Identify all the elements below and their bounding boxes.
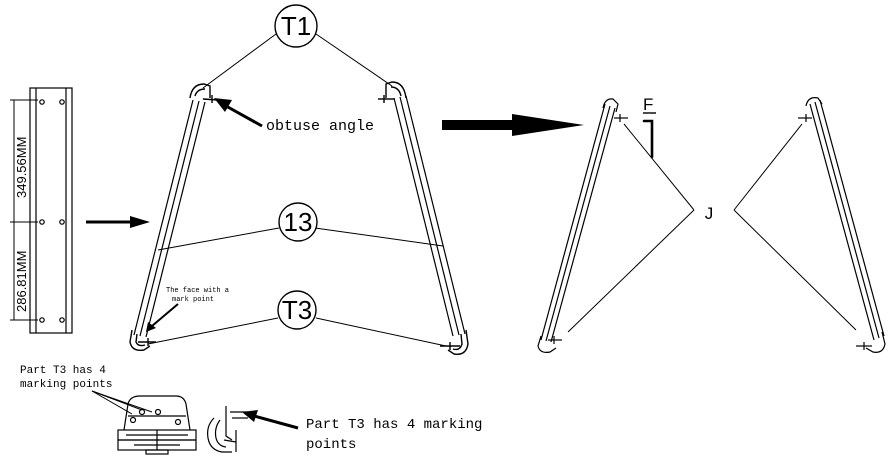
note-face-line2: mark point: [172, 296, 214, 304]
corner-bottom-left: [129, 329, 156, 352]
frame-left-rail: [133, 99, 206, 338]
dimension-bottom: 286.81MM: [14, 251, 29, 312]
label-f: F: [643, 95, 653, 114]
hex-key-icon: [642, 119, 654, 159]
arrow-large: [442, 114, 584, 136]
callout-t3: [147, 290, 447, 347]
label-j: J: [705, 204, 714, 223]
frame-right-rail: [393, 95, 466, 337]
arrow-obtuse: [214, 98, 263, 128]
dimension-lines: [10, 99, 38, 321]
rail-panel: [29, 87, 73, 334]
label-t3: T3: [282, 295, 312, 325]
label-t1: T1: [281, 11, 311, 41]
note-t3-left-line2: marking points: [20, 379, 112, 391]
dimension-top: 349.56MM: [14, 137, 29, 198]
t3-bracket-front: [117, 395, 197, 455]
leaders-t3-left: [91, 390, 153, 415]
side-frame-left: [537, 98, 628, 353]
note-t3-right-line2: points: [306, 437, 356, 453]
note-t3-left-line1: Part T3 has 4: [20, 365, 106, 377]
callout-t1: [202, 4, 393, 89]
callout-j: [567, 123, 857, 333]
note-face-line1: The face with a: [166, 287, 229, 295]
side-frame-right: [798, 97, 886, 353]
note-t3-right-line1: Part T3 has 4 marking: [306, 417, 482, 433]
t3-bracket-side: [207, 406, 248, 453]
arrow-small: [86, 216, 150, 228]
corner-top-right: [378, 81, 407, 103]
corner-top-left: [189, 83, 219, 103]
corner-bottom-right: [440, 329, 469, 355]
arrow-t3-right: [242, 410, 299, 430]
label-13: 13: [284, 207, 313, 237]
callout-13: [157, 202, 444, 251]
arrow-face: [146, 303, 179, 332]
label-obtuse-angle: obtuse angle: [266, 118, 374, 135]
